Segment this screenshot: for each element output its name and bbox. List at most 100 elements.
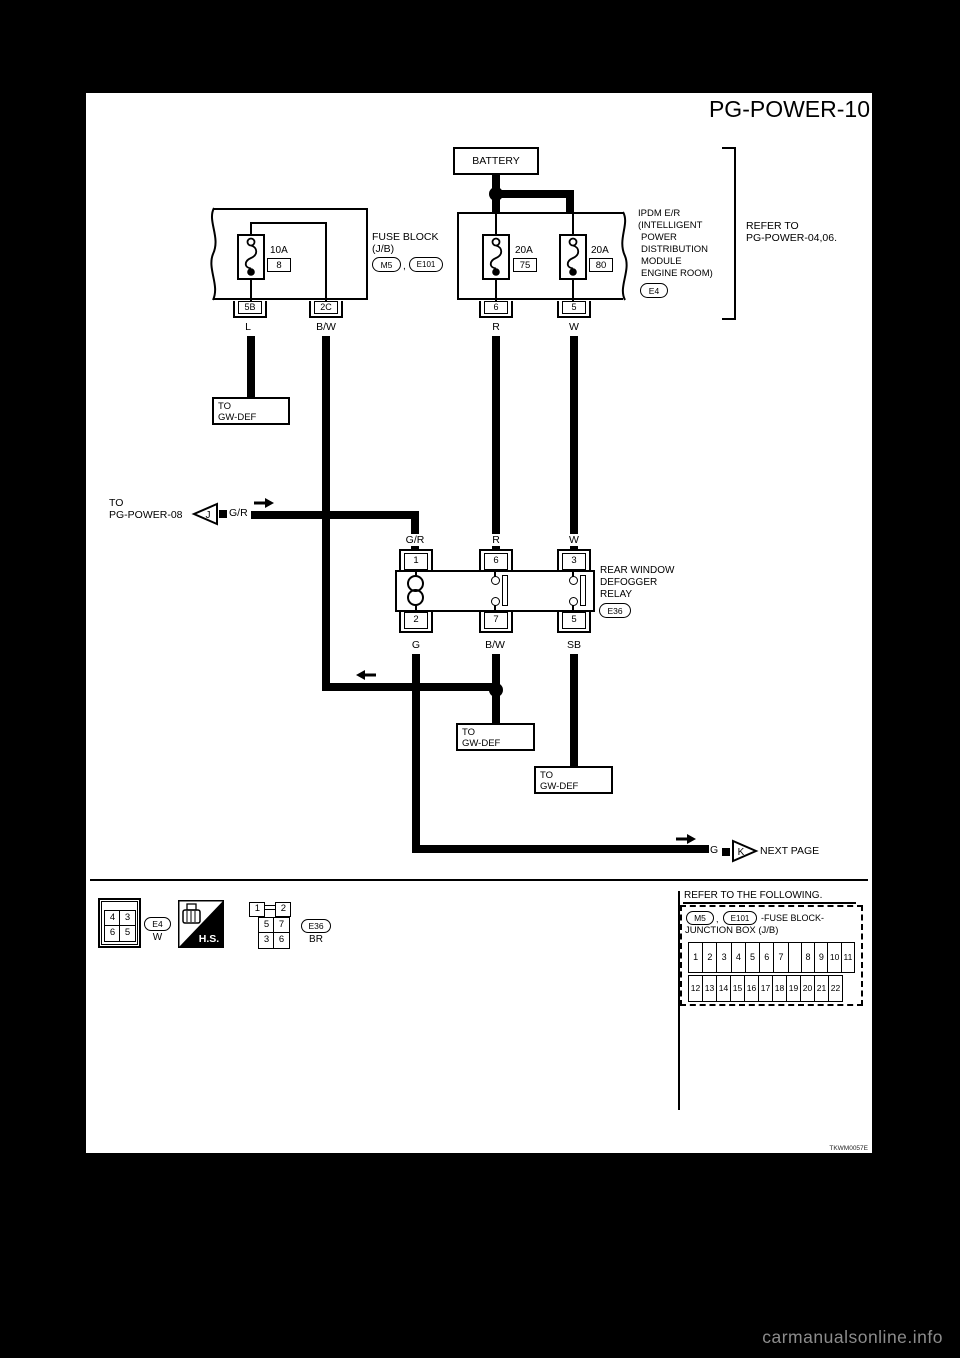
- relay-pin6-outer: [479, 549, 513, 570]
- connector-5-outer: [557, 301, 591, 318]
- ipdm-label-line1: IPDM E/R: [638, 208, 681, 219]
- fuse3-number: 80: [589, 258, 613, 272]
- fuse1-lead-top: [250, 222, 252, 235]
- connector-5b: 5B: [238, 301, 262, 314]
- legend-e4-color: W: [152, 932, 163, 943]
- relay-contact-3-bar: [580, 575, 586, 606]
- relay-wire-label-sb: SB: [566, 639, 581, 651]
- relay-pin3-outer: [557, 549, 591, 570]
- wire-r-down: [492, 336, 500, 549]
- relay-pin1: 1: [404, 553, 428, 570]
- relay-contact-6-bar: [502, 575, 508, 606]
- wire-gr-vertical: [411, 511, 419, 549]
- hs-icon: H.S.: [178, 900, 224, 948]
- relay-wire-label-bw: B/W: [485, 639, 505, 651]
- connector-ref-e4: E4: [640, 283, 668, 298]
- e36-pin1-cell: 1: [249, 902, 266, 918]
- e4-connector-cells: 4 3 6 5: [104, 910, 137, 943]
- relay-pin2-outer: [399, 612, 433, 633]
- legend-e36-color: BR: [309, 934, 323, 945]
- ipdm-label-line3: POWER: [641, 232, 677, 243]
- pg08-square: [219, 510, 227, 518]
- coil-stub-bottom: [415, 604, 417, 612]
- connector-2c-outer: [309, 301, 343, 318]
- fuse1-amp-label: 10A: [270, 245, 288, 256]
- connector-ref-m5: M5: [372, 257, 401, 272]
- battery-box: BATTERY: [453, 147, 539, 175]
- page-link-triangle-j: J: [191, 502, 218, 526]
- fuse-symbol-10a: [237, 234, 265, 280]
- following-e101-ref: E101: [723, 911, 757, 925]
- connector-5: 5: [562, 301, 586, 314]
- fuse3-lead-bottom: [572, 280, 574, 301]
- following-line2: JUNCTION BOX (J/B): [685, 925, 779, 936]
- refer-following-title: REFER TO THE FOLLOWING.: [684, 890, 823, 901]
- fuse-block-name-1: FUSE BLOCK: [372, 231, 439, 243]
- wire-label-w: W: [569, 321, 579, 333]
- wire-l: [247, 336, 255, 397]
- relay-pin7-outer: [479, 612, 513, 633]
- fuse2-lead-top: [495, 212, 497, 234]
- next-page-label: NEXT PAGE: [760, 845, 820, 857]
- fuse-symbol-20a-80: [559, 234, 587, 280]
- svg-text:J: J: [206, 510, 211, 521]
- to-gw-def-box-1: TO GW-DEF: [212, 397, 290, 425]
- fuse-symbol-20a-75: [482, 234, 510, 280]
- relay-pin3: 3: [562, 553, 586, 570]
- fuse1-lead-bottom: [250, 280, 252, 301]
- wire-label-r: R: [492, 321, 500, 333]
- connector-6: 6: [484, 301, 508, 314]
- figure-code: TKWM0057E: [829, 1145, 868, 1152]
- bracket-cap-bottom: [722, 318, 736, 320]
- ipdm-torn-edge: [621, 211, 628, 301]
- e4-connector-inner: [101, 901, 138, 945]
- relay-pin1-outer: [399, 549, 433, 570]
- ipdm-label-line6: ENGINE ROOM): [641, 268, 713, 279]
- svg-text:H.S.: H.S.: [199, 933, 220, 945]
- relay-pin7: 7: [484, 612, 508, 629]
- coil-stub-top: [415, 570, 417, 577]
- connector-ref-e101: E101: [409, 257, 443, 272]
- fuse-grid-row2: 12 13 14 15 16 17 18 19 20 21 22: [688, 975, 843, 1002]
- ipdm-label-line2: (INTELLIGENT: [638, 220, 703, 231]
- fuse3-lead-top: [572, 212, 574, 234]
- wire-battery-stub: [492, 199, 500, 213]
- following-comma: ,: [716, 914, 719, 924]
- fuse2-number: 75: [513, 258, 537, 272]
- fuse-block-name-2: (J/B): [372, 243, 395, 255]
- ipdm-label-line5: MODULE: [641, 256, 682, 267]
- connector-ref-e36: E36: [599, 603, 631, 618]
- following-m5-ref: M5: [686, 911, 714, 925]
- fuse-block-torn-edge: [210, 207, 217, 301]
- refer-to-line1: REFER TO: [746, 220, 799, 232]
- next-page-wire-label: G: [710, 844, 719, 856]
- refer-following-underline: [683, 902, 856, 904]
- wire-g-horizontal: [412, 845, 709, 853]
- fuse-grid-gap: [789, 943, 802, 972]
- ipdm-label: IPDM E/R (INTELLIGENT POWER DISTRIBUTION…: [638, 208, 713, 280]
- relay-wire-label-gr: G/R: [401, 534, 429, 547]
- refer-following-dashed-box: [680, 905, 863, 1006]
- legend-e36-ref: E36: [301, 919, 331, 933]
- fuse-grid-row1: 1 2 3 4 5 6 7 8 9 10 11: [688, 942, 855, 973]
- ipdm-label-line4: DISTRIBUTION: [641, 244, 709, 255]
- wire-w-down: [570, 336, 578, 549]
- relay-wire-label-w: W: [565, 534, 583, 547]
- wire-battery-branch-h: [496, 190, 574, 198]
- bracket-cap-top: [722, 147, 736, 149]
- wire-battery-branch-v: [566, 190, 574, 213]
- fuse2-amp-label: 20A: [515, 245, 533, 256]
- bracket-vertical: [734, 147, 736, 320]
- wire-g: [412, 654, 420, 853]
- wire-label-bw: B/W: [316, 321, 336, 333]
- battery-label: BATTERY: [472, 154, 520, 167]
- relay-pin5: 5: [562, 612, 586, 629]
- wire-bw-link: [322, 683, 500, 691]
- fuse2-lead-bottom: [495, 280, 497, 301]
- following-suffix: -FUSE BLOCK-: [761, 913, 825, 923]
- svg-text:K: K: [738, 847, 745, 858]
- pg08-line2: PG-POWER-08: [109, 509, 183, 521]
- relay-wire-label-r: R: [488, 534, 504, 547]
- pg08-wire-label: G/R: [229, 507, 248, 519]
